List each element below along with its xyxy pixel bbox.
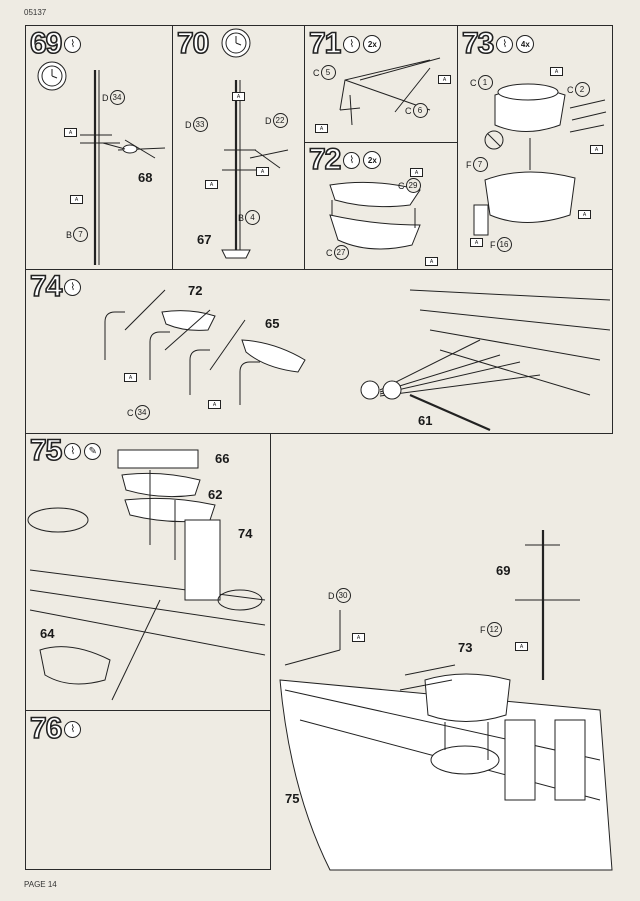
glue-point-marker: A [70, 195, 83, 204]
step-number: 75 [29, 434, 63, 467]
step-76-header: 76 ⌇ [29, 712, 82, 745]
glue-point-marker: A [425, 257, 438, 266]
step-number: 70 [176, 27, 210, 60]
step-76-panel [25, 710, 271, 870]
ship-hull-main-drawing [279, 530, 613, 871]
ref-62: 62 [208, 487, 223, 502]
step-number: 76 [29, 712, 63, 745]
glue-icon: ⌇ [64, 35, 82, 53]
ref-73: 73 [458, 640, 473, 655]
glue-point-marker: A [315, 124, 328, 133]
ref-61: 61 [418, 413, 433, 428]
glue-icon: ⌇ [64, 278, 82, 296]
ref-69: 69 [496, 563, 511, 578]
ref-66: 66 [215, 451, 230, 466]
glue-point-marker: A [438, 75, 451, 84]
glue-point-marker: A [590, 145, 603, 154]
turret-73-drawing [473, 83, 607, 236]
glue-point-marker: A [64, 128, 77, 137]
glue-icon: ⌇ [64, 442, 82, 460]
glue-point-marker: A [232, 92, 245, 101]
glue-icon: ⌇ [343, 35, 361, 53]
catalog-code: 05137 [24, 8, 47, 17]
paint-brush-icon: ✎ [84, 442, 102, 460]
glue-point-marker: A [208, 400, 221, 409]
glue-point-marker: A [205, 180, 218, 189]
glue-point-marker: A [515, 642, 528, 651]
mast-69-drawing [37, 61, 166, 265]
step-69-header: 69 ⌇ [29, 27, 82, 60]
glue-point-marker: A [352, 633, 365, 642]
ref-65: 65 [265, 316, 280, 331]
ref-72: 72 [188, 283, 203, 298]
step-74-panel [25, 269, 613, 434]
step-73-header: 73 ⌇ 4x [461, 27, 535, 60]
quantity-badge: 2x [363, 35, 382, 53]
quantity-badge: 2x [363, 151, 382, 169]
glue-point-marker: A [124, 373, 137, 382]
ref-74: 74 [238, 526, 253, 541]
step-70-header: 70 [176, 27, 210, 60]
step-number: 71 [308, 27, 342, 60]
page-number: PAGE 14 [24, 880, 57, 889]
step-number: 73 [461, 27, 495, 60]
ref-68: 68 [138, 170, 153, 185]
step-74-header: 74 ⌇ [29, 270, 82, 303]
glue-icon: ⌇ [496, 35, 514, 53]
step-number: 74 [29, 270, 63, 303]
davits-boats-74-drawing [104, 289, 611, 432]
glue-point-marker: A [578, 210, 591, 219]
quantity-badge: 4x [516, 35, 535, 53]
glue-point-marker: A [550, 67, 563, 76]
step-71-header: 71 ⌇ 2x [308, 27, 382, 60]
lifeboat-72-drawing [329, 181, 421, 250]
step-number: 69 [29, 27, 63, 60]
glue-point-marker: A [470, 238, 483, 247]
ship-assembly-75-drawing [27, 449, 266, 701]
glue-icon: ⌇ [343, 151, 361, 169]
ref-67: 67 [197, 232, 212, 247]
step-75-header: 75 ⌇ ✎ [29, 434, 102, 467]
glue-icon: ⌇ [64, 720, 82, 738]
step-72-header: 72 ⌇ 2x [308, 143, 382, 176]
step-number: 72 [308, 143, 342, 176]
glue-point-marker: A [256, 167, 269, 176]
ref-75: 75 [285, 791, 300, 806]
mast-70-drawing [221, 28, 289, 259]
glue-point-marker: A [410, 168, 423, 177]
ref-64: 64 [40, 626, 55, 641]
